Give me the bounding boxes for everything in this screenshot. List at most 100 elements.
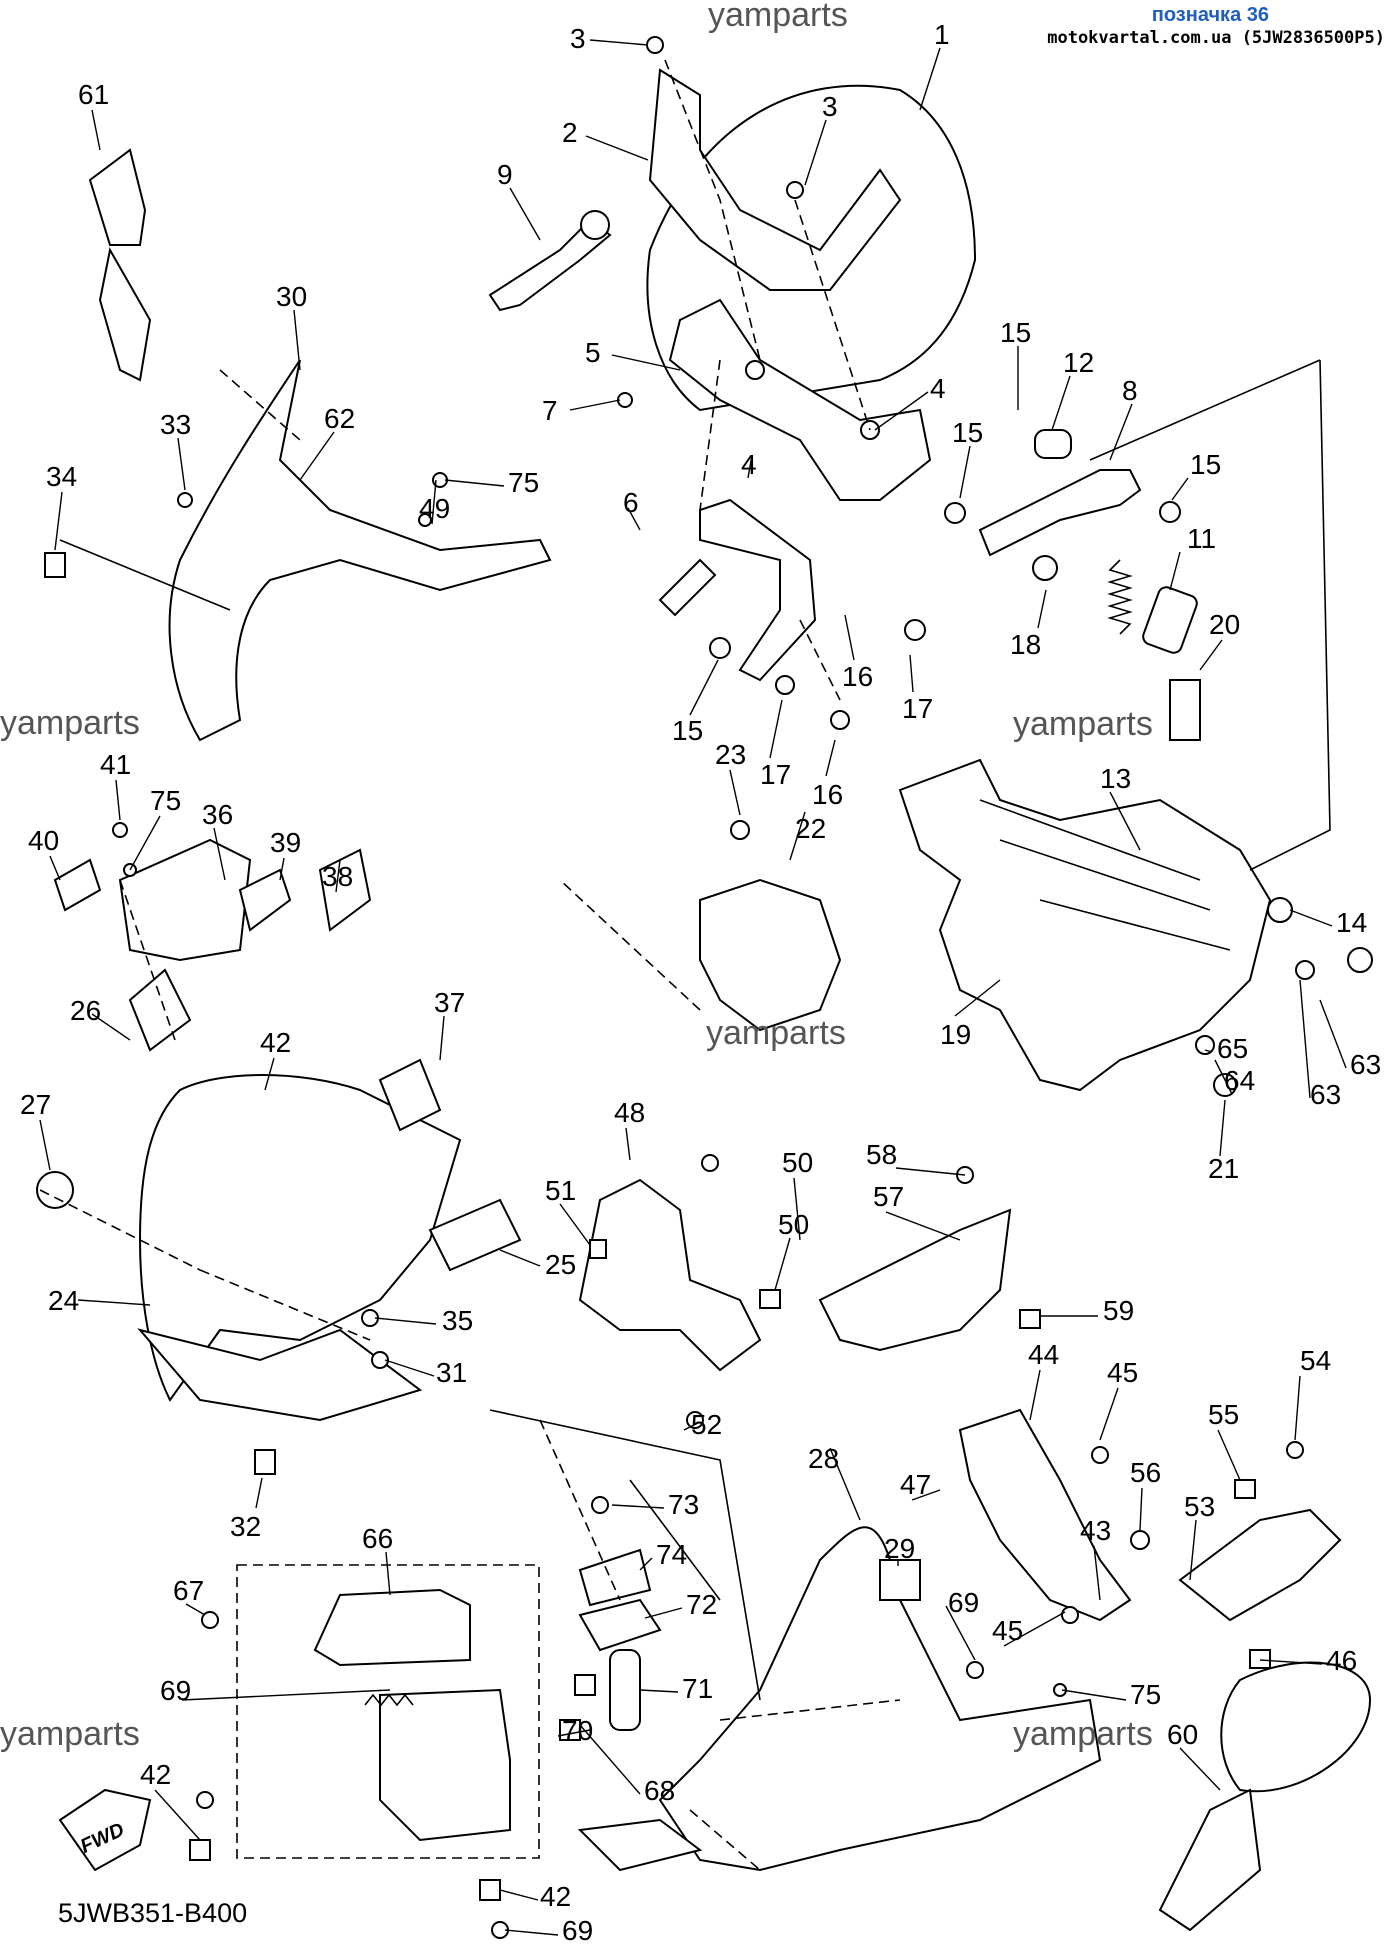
assembly-lines	[39, 59, 901, 1871]
callout: 59	[1103, 1295, 1134, 1326]
callout-labels: 1 2 3 3 4 4 5 6 7 8 9 11 12 13 14 15 15 …	[20, 19, 1381, 1946]
callout: 74	[656, 1539, 687, 1570]
callout: 75	[508, 467, 539, 498]
callout: 4	[741, 449, 757, 480]
callout: 12	[1063, 347, 1094, 378]
callout: 63	[1350, 1049, 1381, 1080]
callout: 69	[948, 1587, 979, 1618]
callout: 50	[778, 1209, 809, 1240]
callout: 25	[545, 1249, 576, 1280]
cylinder-71	[609, 1649, 641, 1731]
cover-58	[818, 1208, 1012, 1352]
callout: 68	[644, 1775, 675, 1806]
callout: 33	[160, 409, 191, 440]
diagram-code: 5JWB351-B400	[58, 1898, 248, 1928]
callout: 51	[545, 1175, 576, 1206]
callout: 66	[362, 1523, 393, 1554]
windscreen-bracket-lower	[668, 298, 932, 501]
callout: 67	[173, 1575, 204, 1606]
callout: 41	[100, 749, 131, 780]
fasteners	[44, 36, 1373, 1939]
group-66-box	[236, 1564, 540, 1859]
callout: 75	[1130, 1679, 1161, 1710]
callout: 1	[934, 19, 950, 50]
callout: 37	[434, 987, 465, 1018]
callout: 71	[682, 1673, 713, 1704]
callout: 44	[1028, 1339, 1059, 1370]
callout: 48	[614, 1097, 645, 1128]
callout: 21	[1208, 1153, 1239, 1184]
callout: 15	[1190, 449, 1221, 480]
callout: 8	[1122, 375, 1138, 406]
callout-leader-lines	[39, 39, 1347, 1936]
fwd-arrow	[58, 1788, 152, 1872]
inner-panel-48	[578, 1178, 762, 1372]
callout: 73	[668, 1489, 699, 1520]
callout: 34	[46, 461, 77, 492]
callout: 20	[1209, 609, 1240, 640]
bracket-54	[1178, 1508, 1342, 1622]
callout: 46	[1326, 1645, 1357, 1676]
watermark: yamparts	[0, 704, 140, 742]
bracket-72	[578, 1598, 662, 1652]
mirror-right	[1220, 1661, 1372, 1793]
callout: 53	[1184, 1491, 1215, 1522]
windscreen-bracket-upper	[648, 68, 902, 291]
callout: 35	[442, 1305, 473, 1336]
bracket-38	[318, 848, 372, 932]
meter-unit	[699, 878, 842, 1032]
header-title: позначка 36	[1151, 4, 1269, 26]
callout: 9	[497, 159, 513, 190]
ecu-upper-cover	[313, 1588, 471, 1667]
ecu-lower-box	[379, 1688, 511, 1842]
callout: 4	[930, 373, 946, 404]
callout: 15	[1000, 317, 1031, 348]
callout: 69	[562, 1915, 593, 1946]
callout: 64	[1224, 1065, 1255, 1096]
callout: 50	[782, 1147, 813, 1178]
bracket-74	[578, 1548, 652, 1607]
callout: 11	[1187, 523, 1216, 554]
watermark: yamparts	[708, 0, 848, 34]
callout: 60	[1167, 1719, 1198, 1750]
leader-lines-frame	[59, 359, 1331, 1701]
callout: 29	[884, 1533, 915, 1564]
panel-36	[118, 838, 252, 962]
bolt-pair	[1169, 679, 1201, 741]
spring	[1107, 559, 1133, 635]
callout: 40	[28, 825, 59, 856]
callout: 30	[276, 281, 307, 312]
callout: 17	[760, 759, 791, 790]
callout: 45	[992, 1615, 1023, 1646]
callout: 31	[436, 1357, 467, 1388]
callout: 2	[562, 117, 578, 148]
bracket-40	[53, 858, 102, 912]
lever-arm	[978, 469, 1142, 557]
header-site: motokvartal.com.ua (5JW2836500P5)	[1047, 28, 1385, 48]
callout: 54	[1300, 1345, 1331, 1376]
callout: 6	[623, 487, 639, 518]
callout: 62	[324, 403, 355, 434]
callout: 16	[812, 779, 843, 810]
callout: 5	[585, 337, 601, 368]
cap-27	[36, 1171, 74, 1209]
callout: 42	[140, 1759, 171, 1790]
watermark: yamparts	[1013, 705, 1153, 743]
callout: 32	[230, 1511, 261, 1542]
callout: 7	[542, 395, 558, 426]
callout: 15	[952, 417, 983, 448]
callout: 72	[686, 1589, 717, 1620]
callout: 27	[20, 1089, 51, 1120]
callout: 43	[1080, 1515, 1111, 1546]
callout: 55	[1208, 1399, 1239, 1430]
callout: 15	[672, 715, 703, 746]
callout: 16	[842, 661, 873, 692]
callout: 63	[1310, 1079, 1341, 1110]
inner-panel-43	[958, 1408, 1132, 1622]
callout: 45	[1107, 1357, 1138, 1388]
mirror-left	[88, 148, 147, 246]
callout: 56	[1130, 1457, 1161, 1488]
callout: 19	[940, 1019, 971, 1050]
main-stay-frame	[898, 758, 1272, 1092]
